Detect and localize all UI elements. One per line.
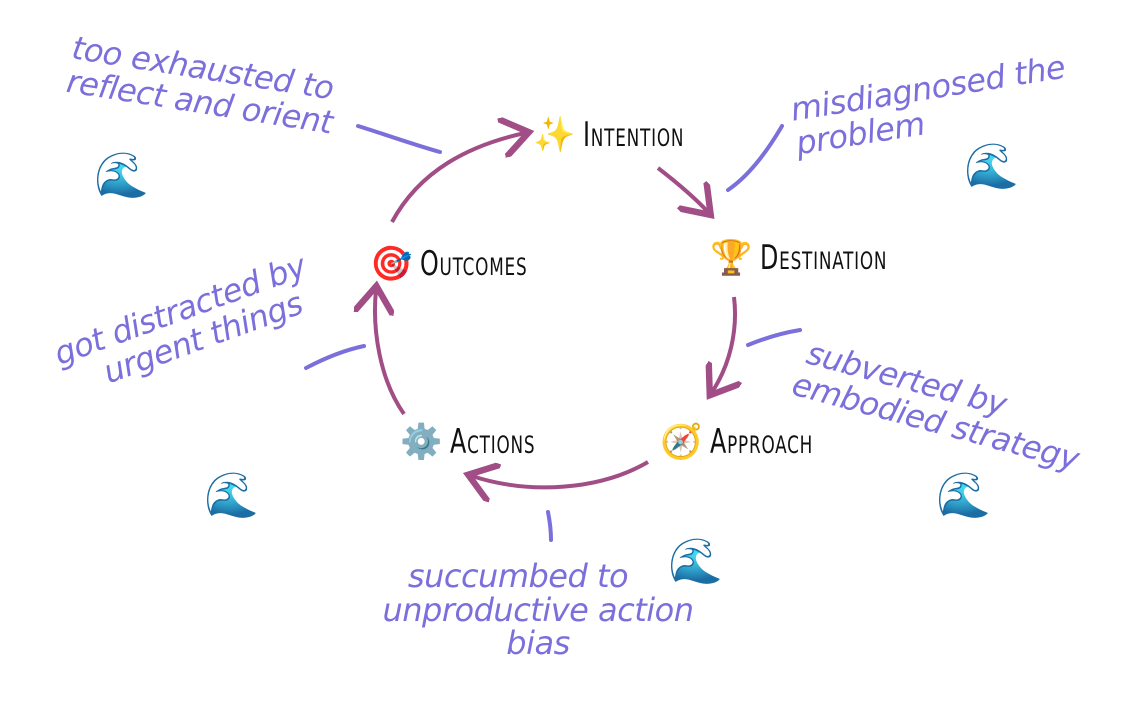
node-outcomes-label: Outcomes <box>420 244 528 284</box>
dart-target-icon: 🎯 <box>370 244 413 284</box>
wave-icon: 🌊 <box>94 150 149 201</box>
node-intention-label: Intention <box>583 115 685 155</box>
arrow-actions-to-outcomes <box>375 290 406 416</box>
arrow-outcomes-to-intention <box>390 133 525 223</box>
node-intention: ✨ Intention <box>533 115 713 155</box>
note-succumbed-line-2: unproductive action bias <box>382 590 694 663</box>
node-actions-label: Actions <box>450 422 536 462</box>
node-destination: 🏆 Destination <box>710 238 924 278</box>
arrow-approach-to-actions <box>472 460 650 487</box>
node-approach: 🧭 Approach <box>660 422 843 462</box>
node-destination-label: Destination <box>760 238 888 278</box>
node-actions: ⚙️ Actions <box>400 422 560 462</box>
sparkles-icon: ✨ <box>533 115 576 155</box>
wave-icon: 🌊 <box>204 470 259 521</box>
connector-misdiagnosed <box>726 124 784 192</box>
note-succumbed: succumbed to unproductive action bias <box>348 559 728 663</box>
wave-icon: 🌊 <box>936 470 991 521</box>
connector-subverted <box>746 328 802 347</box>
gear-icon: ⚙️ <box>400 422 443 462</box>
arrow-intention-to-destination <box>656 166 708 212</box>
wave-icon: 🌊 <box>668 536 723 587</box>
compass-icon: 🧭 <box>660 422 703 462</box>
connector-distracted <box>304 344 366 370</box>
trophy-icon: 🏆 <box>710 238 753 278</box>
wave-icon: 🌊 <box>964 141 1019 192</box>
note-succumbed-line-1: succumbed to <box>407 557 629 595</box>
node-approach-label: Approach <box>710 422 814 462</box>
arrow-destination-to-approach <box>712 296 735 392</box>
connector-succumbed <box>546 510 553 542</box>
connector-exhausted <box>356 124 442 154</box>
node-outcomes: 🎯 Outcomes <box>370 244 558 284</box>
